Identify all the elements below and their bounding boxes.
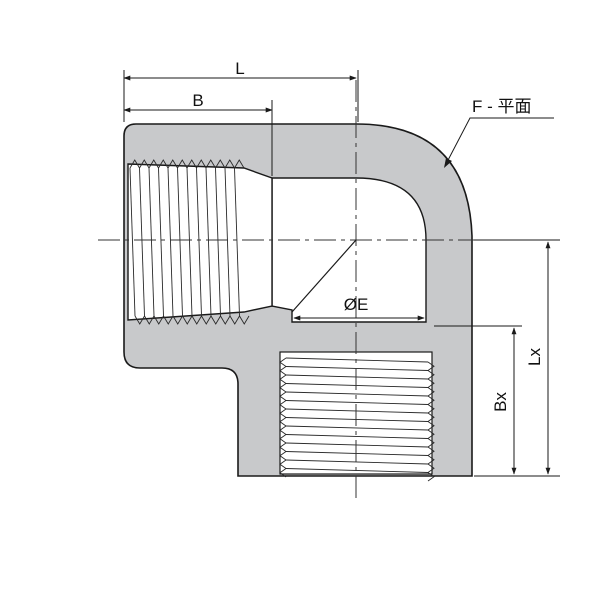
flat-leader (445, 117, 554, 165)
centerlines (98, 80, 530, 500)
female-thread-lines (129, 159, 250, 325)
label-F: F - 平面 (472, 97, 532, 116)
male-thread-lines (279, 357, 435, 482)
inner-passage (271, 177, 427, 323)
label-E: ØE (344, 295, 369, 314)
label-Lx: Lx (525, 348, 544, 366)
flat-leader-arrow (444, 158, 452, 168)
bore-diagonal (291, 239, 357, 313)
label-L: L (235, 59, 244, 78)
label-Bx: Bx (491, 392, 510, 412)
label-B: B (192, 91, 203, 110)
extension-lines (123, 70, 560, 477)
